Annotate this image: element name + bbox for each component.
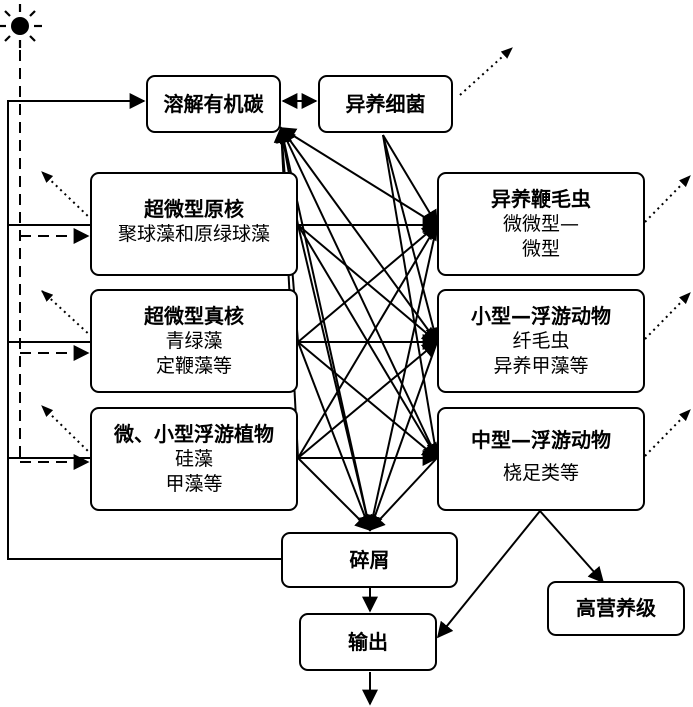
pico-prokaryote-title: 超微型原核 xyxy=(144,197,244,221)
pico-prokaryote-line: 聚球藻和原绿球藻 xyxy=(117,223,270,245)
light-lines xyxy=(19,50,90,470)
microzooplankton-line-1: 纤毛虫 xyxy=(512,330,570,352)
higher-trophic-box: 高营养级 xyxy=(547,581,685,636)
doc-label: 溶解有机碳 xyxy=(163,92,264,116)
sun-icon xyxy=(0,4,42,48)
pico-eukaryote-box: 超微型真核 青绿藻 定鞭藻等 xyxy=(90,289,298,393)
mesozooplankton-title: 中型—浮游动物 xyxy=(471,428,611,452)
higher-trophic-label: 高营养级 xyxy=(576,596,656,620)
detritus-label: 碎屑 xyxy=(349,548,390,572)
micro-phytoplankton-line-2: 甲藻等 xyxy=(165,472,223,495)
micro-phytoplankton-box: 微、小型浮游植物 硅藻 甲藻等 xyxy=(90,407,298,511)
bacteria-box: 异养细菌 xyxy=(318,75,453,133)
output-box: 输出 xyxy=(299,613,437,671)
heterotrophic-flagellate-box: 异养鞭毛虫 微微型— 微型 xyxy=(437,172,645,276)
pico-eukaryote-title: 超微型真核 xyxy=(144,304,244,328)
detritus-doc-loop xyxy=(7,93,281,560)
output-label: 输出 xyxy=(348,630,388,654)
microzooplankton-line-2: 异养甲藻等 xyxy=(493,354,589,377)
heterotrophic-flagellate-line-2: 微型 xyxy=(521,237,560,260)
pico-eukaryote-line-1: 青绿藻 xyxy=(165,330,223,352)
heterotrophic-flagellate-line-1: 微微型— xyxy=(502,213,579,235)
micro-phytoplankton-title: 微、小型浮游植物 xyxy=(114,422,274,446)
micro-phytoplankton-line-1: 硅藻 xyxy=(174,448,213,470)
pico-prokaryote-box: 超微型原核 聚球藻和原绿球藻 xyxy=(90,172,298,276)
doc-box: 溶解有机碳 xyxy=(146,75,281,133)
mesozooplankton-line-1: 桡足类等 xyxy=(502,462,579,484)
heterotrophic-flagellate-title: 异养鞭毛虫 xyxy=(491,187,591,211)
mesozooplankton-box: 中型—浮游动物 桡足类等 xyxy=(437,407,645,511)
microzooplankton-box: 小型—浮游动物 纤毛虫 异养甲藻等 xyxy=(437,289,645,393)
microzooplankton-title: 小型—浮游动物 xyxy=(471,304,611,328)
pico-eukaryote-line-2: 定鞭藻等 xyxy=(155,354,232,377)
detritus-box: 碎屑 xyxy=(281,532,458,588)
bacteria-label: 异养细菌 xyxy=(345,92,426,116)
